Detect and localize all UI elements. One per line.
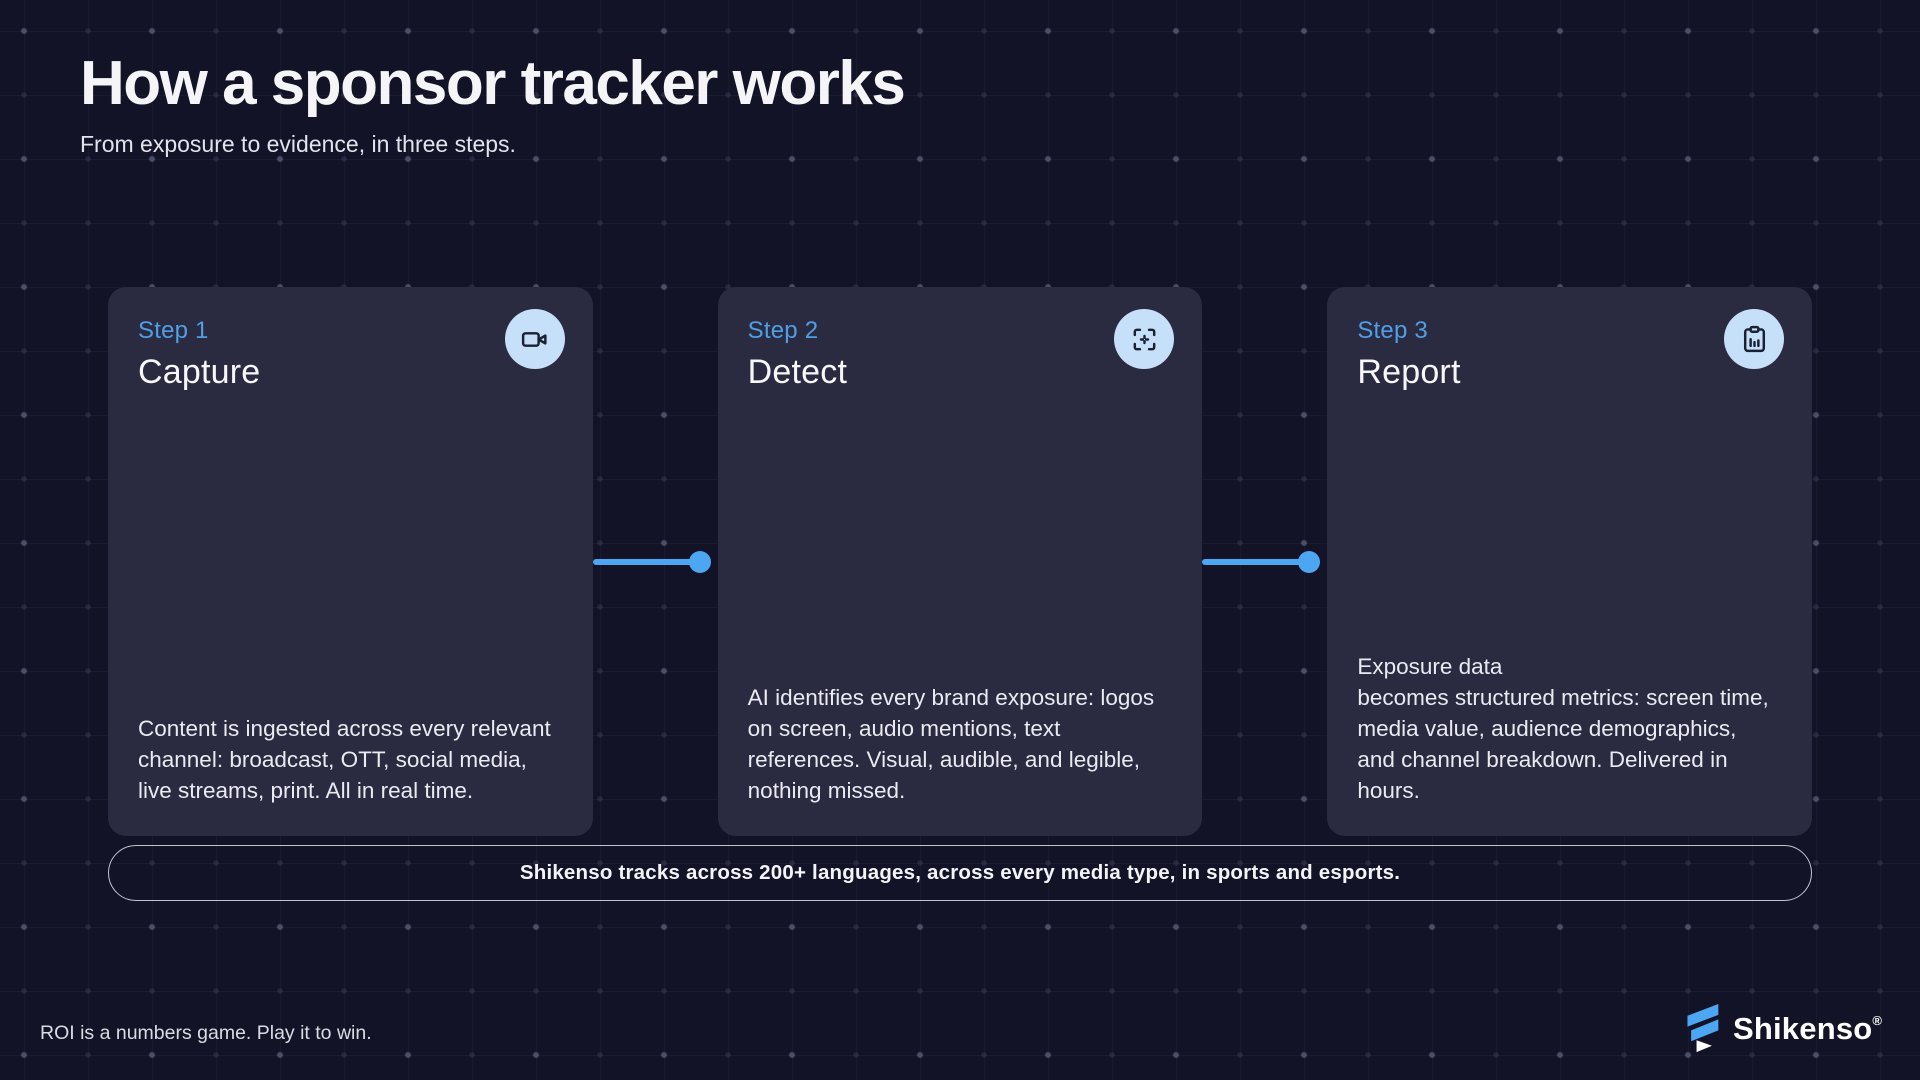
step-card-report: Step 3 Report Exposure data becomes stru… bbox=[1327, 287, 1813, 836]
step-description: AI identifies every brand exposure: logo… bbox=[747, 685, 1155, 803]
steps-row: Step 1 Capture Content is ingested acros… bbox=[108, 287, 1813, 836]
connector-dot bbox=[688, 550, 711, 573]
icon-circle bbox=[504, 309, 565, 369]
banner-pill: Shikenso tracks across 200+ languages, a… bbox=[108, 845, 1812, 901]
connector-dot bbox=[1298, 550, 1321, 573]
brand-name: Shikenso bbox=[1732, 1010, 1873, 1046]
step-description: Content is ingested across every relevan… bbox=[138, 716, 551, 803]
video-camera-icon bbox=[522, 331, 547, 347]
step-card-detect: Step 2 Detect AI identifies every brand … bbox=[717, 287, 1203, 836]
icon-circle bbox=[1724, 309, 1785, 369]
header: How a sponsor tracker works From exposur… bbox=[80, 48, 906, 158]
step-label: Step 3 bbox=[1357, 317, 1428, 344]
step-label: Step 1 bbox=[138, 317, 209, 344]
connector-line bbox=[1202, 558, 1310, 565]
brand-logo: Shikenso® bbox=[1682, 1004, 1882, 1053]
shikenso-s-mark-icon bbox=[1687, 1004, 1719, 1053]
registered-mark: ® bbox=[1872, 1012, 1882, 1028]
connector bbox=[1202, 550, 1327, 573]
banner-text: Shikenso tracks across 200+ languages, a… bbox=[519, 861, 1401, 884]
step-description: Exposure data becomes structured metrics… bbox=[1357, 654, 1769, 803]
page-title: How a sponsor tracker works bbox=[80, 49, 906, 118]
brand-name-wrap: Shikenso® bbox=[1733, 1011, 1882, 1047]
connector-line bbox=[592, 558, 700, 565]
step-title: Report bbox=[1357, 353, 1461, 391]
step-card-capture: Step 1 Capture Content is ingested acros… bbox=[108, 287, 593, 836]
icon-circle bbox=[1114, 309, 1175, 369]
step-title: Capture bbox=[138, 353, 261, 391]
clipboard-chart-icon bbox=[1743, 325, 1765, 352]
step-label: Step 2 bbox=[747, 317, 819, 344]
footer-tagline: ROI is a numbers game. Play it to win. bbox=[40, 1022, 372, 1044]
page-subtitle: From exposure to evidence, in three step… bbox=[80, 131, 516, 158]
connector bbox=[592, 550, 718, 573]
step-title: Detect bbox=[747, 353, 848, 391]
scan-frame-icon bbox=[1133, 328, 1156, 350]
